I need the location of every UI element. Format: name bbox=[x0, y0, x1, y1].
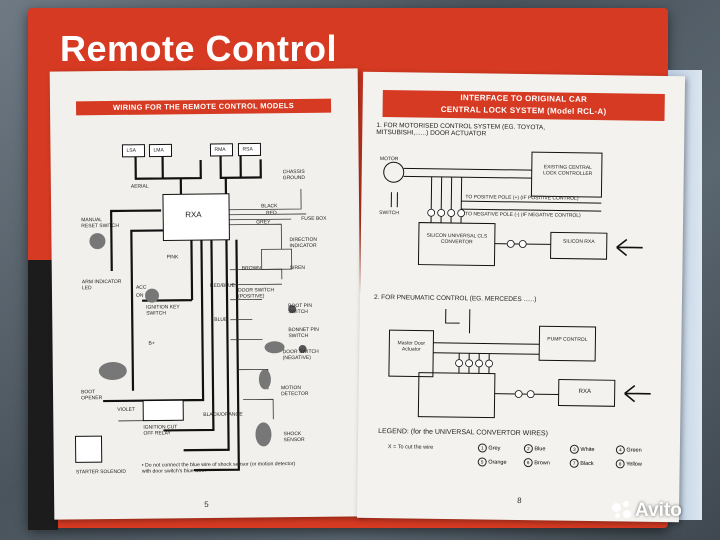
label-black-orange: BLACK/ORANGE bbox=[203, 411, 243, 419]
label-brown: BROWN bbox=[241, 265, 261, 272]
manual-page-left: WIRING FOR THE REMOTE CONTROL MODELS bbox=[49, 68, 363, 520]
label-acc: ACC bbox=[135, 284, 147, 291]
legend-color: Yellow bbox=[626, 461, 642, 468]
legend-color: Orange bbox=[488, 459, 507, 466]
label-boot-pin: BOOT PIN SWITCH bbox=[288, 302, 312, 316]
label-rxa: RXA bbox=[185, 210, 202, 220]
label-pink: PINK bbox=[166, 254, 179, 261]
avito-text: Avito bbox=[635, 500, 682, 521]
legend-color-grid: 1 Grey 2 Blue 3 White 4 Green 5 Orange 6… bbox=[477, 443, 668, 472]
legend-item: 3 White bbox=[569, 444, 595, 454]
label-ignition-relay: IGNITION CUT OFF RELAY bbox=[143, 424, 178, 437]
label-boot-opener: BOOT OPENER bbox=[80, 389, 103, 402]
box-title: Remote Control bbox=[60, 28, 337, 69]
label-shock: SHOCK SENSOR bbox=[283, 431, 305, 444]
legend-color: Grey bbox=[488, 445, 501, 452]
interface-diagram bbox=[383, 151, 651, 419]
legend-number: 7 bbox=[569, 458, 579, 468]
label-red-blue: RED/BLUE bbox=[209, 282, 235, 289]
left-page-number: 5 bbox=[204, 499, 209, 510]
legend-item: 1 Grey bbox=[477, 443, 501, 453]
label-red: RED bbox=[266, 210, 277, 217]
label-switch: SWITCH bbox=[379, 210, 399, 217]
label-door-switch-neg: DOOR SWITCH (NEGATIVE) bbox=[282, 348, 319, 362]
legend-item: 4 Green bbox=[615, 445, 642, 455]
legend-color: Green bbox=[626, 447, 642, 454]
label-door-switch-pos: DOOR SWITCH (POSITIVE) bbox=[237, 287, 275, 300]
label-silicon-rxa: SILICON RXA bbox=[562, 238, 595, 246]
label-motor: MOTOR bbox=[379, 156, 399, 163]
legend-number: 3 bbox=[569, 444, 579, 454]
label-chassis: CHASSIS GROUND bbox=[282, 168, 306, 182]
label-direction: DIRECTION INDICATOR bbox=[289, 236, 317, 250]
label-blue: BLUE bbox=[214, 316, 228, 323]
legend-color: Brown bbox=[534, 460, 550, 467]
label-lma: LMA bbox=[153, 147, 164, 154]
label-pump: PUMP CONTROL bbox=[547, 336, 588, 343]
legend-item: 6 Brown bbox=[523, 458, 550, 468]
label-ignition: IGNITION KEY SWITCH bbox=[146, 304, 180, 317]
legend-item: 7 Black bbox=[569, 458, 594, 468]
avito-watermark: Avito bbox=[612, 500, 682, 522]
legend-item: 2 Blue bbox=[523, 444, 546, 454]
label-black: BLACK bbox=[261, 203, 278, 210]
label-motion: MOTION DETECTOR bbox=[280, 385, 309, 398]
avito-logo-icon bbox=[612, 500, 632, 521]
label-arm-led: ARM INDICATOR LED bbox=[81, 278, 122, 292]
legend-number: 6 bbox=[523, 458, 533, 468]
label-on: ON bbox=[135, 292, 144, 299]
legend-color: Black bbox=[580, 460, 594, 468]
label-fuse: FUSE BOX bbox=[301, 215, 327, 222]
legend-number: 2 bbox=[523, 444, 533, 454]
label-grey: GREY bbox=[256, 219, 271, 226]
label-manual-reset: MANUAL RESET SWITCH bbox=[81, 217, 120, 230]
wiring-diagram bbox=[74, 142, 307, 472]
legend-cut-note: X = To cut the wire bbox=[387, 444, 434, 451]
label-violet: VIOLET bbox=[117, 406, 136, 413]
label-b-plus: B+ bbox=[148, 340, 155, 347]
legend-number: 1 bbox=[477, 443, 487, 453]
manual-page-right: INTERFACE TO ORIGINAL CAR CENTRAL LOCK S… bbox=[356, 71, 686, 523]
wiring-note: • Do not connect the blue wire of shock … bbox=[141, 461, 296, 475]
legend-item: 5 Orange bbox=[477, 457, 507, 467]
label-lsa: LSA bbox=[126, 147, 136, 154]
label-convertor: SILICON UNIVERSAL CLS CONVERTOR bbox=[426, 232, 488, 246]
legend-number: 8 bbox=[615, 459, 625, 469]
label-rxa-right: RXA bbox=[578, 388, 592, 395]
legend-number: 4 bbox=[615, 445, 625, 455]
label-bonnet-pin: BONNET PIN SWITCH bbox=[288, 326, 319, 340]
legend-number: 5 bbox=[477, 457, 487, 467]
label-existing-controller: EXISTING CENTRAL LOCK CONTROLLER bbox=[543, 164, 593, 177]
legend-color: White bbox=[580, 446, 595, 454]
right-page-number: 8 bbox=[517, 495, 522, 506]
label-siren: SIREN bbox=[289, 264, 306, 272]
label-starter: STARTER SOLENOID bbox=[75, 468, 126, 476]
label-aerial: AERIAL bbox=[130, 183, 149, 190]
label-rsa: RSA bbox=[242, 146, 253, 153]
legend-color: Blue bbox=[534, 446, 546, 453]
label-master-door: Master Door Actuator bbox=[397, 340, 426, 353]
label-rma: RMA bbox=[214, 146, 226, 153]
legend-item: 8 Yellow bbox=[615, 459, 642, 469]
